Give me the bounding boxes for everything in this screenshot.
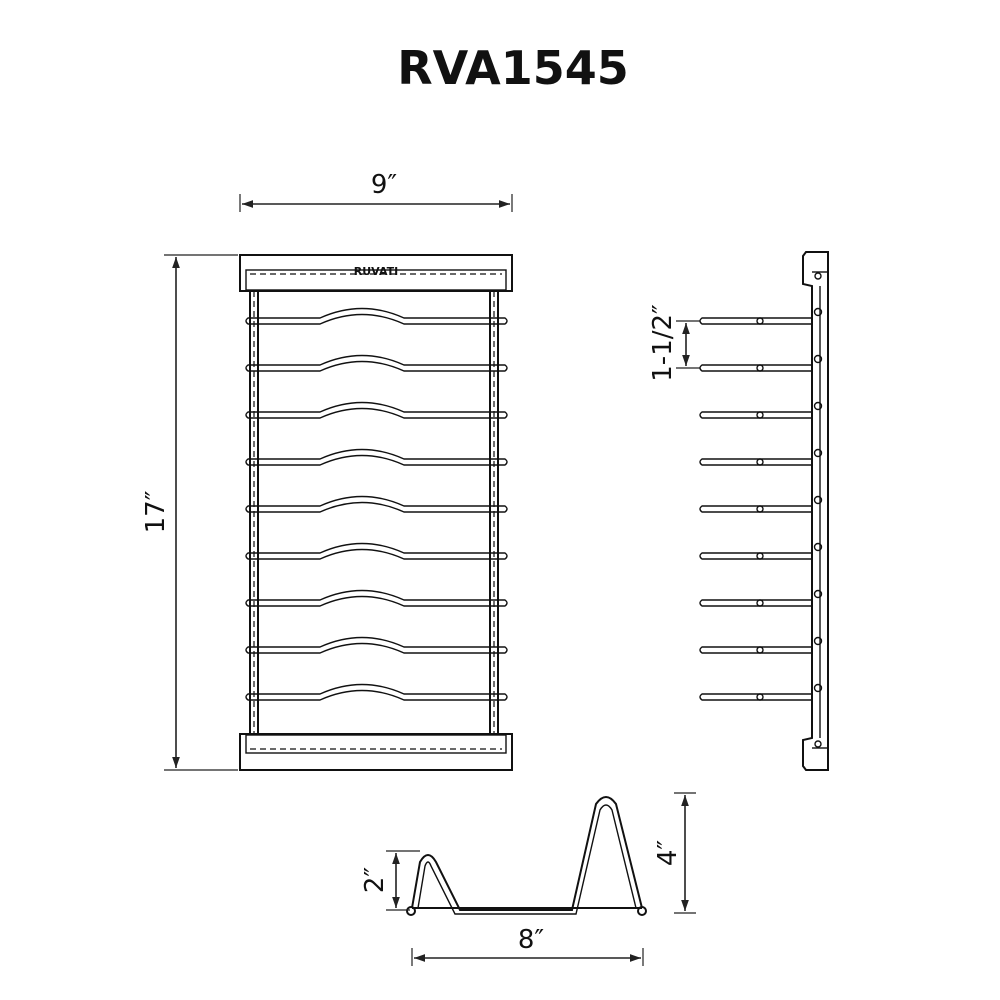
front-rod [245,542,508,560]
front-rod [245,448,508,466]
front-rod [245,495,508,513]
width-dimension: 9″ [239,170,513,212]
side-rod [699,307,823,325]
front-rod [245,401,508,419]
front-rod-group [245,307,508,701]
side-view: 1-1/2″ [648,251,829,771]
side-rod [699,354,823,372]
side-rod [699,542,823,560]
side-rod [699,401,823,419]
model-title: RVA1545 [397,41,629,95]
base-dimension: 8″ [411,925,644,966]
height-dimension: 17″ [141,254,238,771]
height-label: 17″ [141,490,171,533]
end-profile [406,796,647,916]
brand-logo: RUVATI [354,265,398,278]
front-rod [245,589,508,607]
side-rod [699,448,823,466]
tall-side-label: 4″ [653,840,683,867]
front-rod [245,683,508,701]
front-rod [245,354,508,372]
tall-side-dimension: 4″ [653,792,696,914]
bottom-end-cap [239,733,513,771]
side-rod [699,636,823,654]
front-rod [245,636,508,654]
front-rod [245,307,508,325]
side-rod-group [699,307,823,701]
side-rod [699,683,823,701]
front-view: 9″ 17″ RUVATI [141,170,513,771]
side-rod [699,589,823,607]
width-label: 9″ [371,170,398,200]
short-side-label: 2″ [360,867,390,894]
spacing-label: 1-1/2″ [648,304,678,382]
top-end-cap: RUVATI [239,254,513,292]
short-side-dimension: 2″ [360,850,420,911]
side-rod [699,495,823,513]
base-label: 8″ [518,925,545,955]
side-back-plate [802,251,829,771]
spacing-dimension: 1-1/2″ [648,304,700,382]
end-view: 2″ 4″ 8″ [360,792,696,966]
